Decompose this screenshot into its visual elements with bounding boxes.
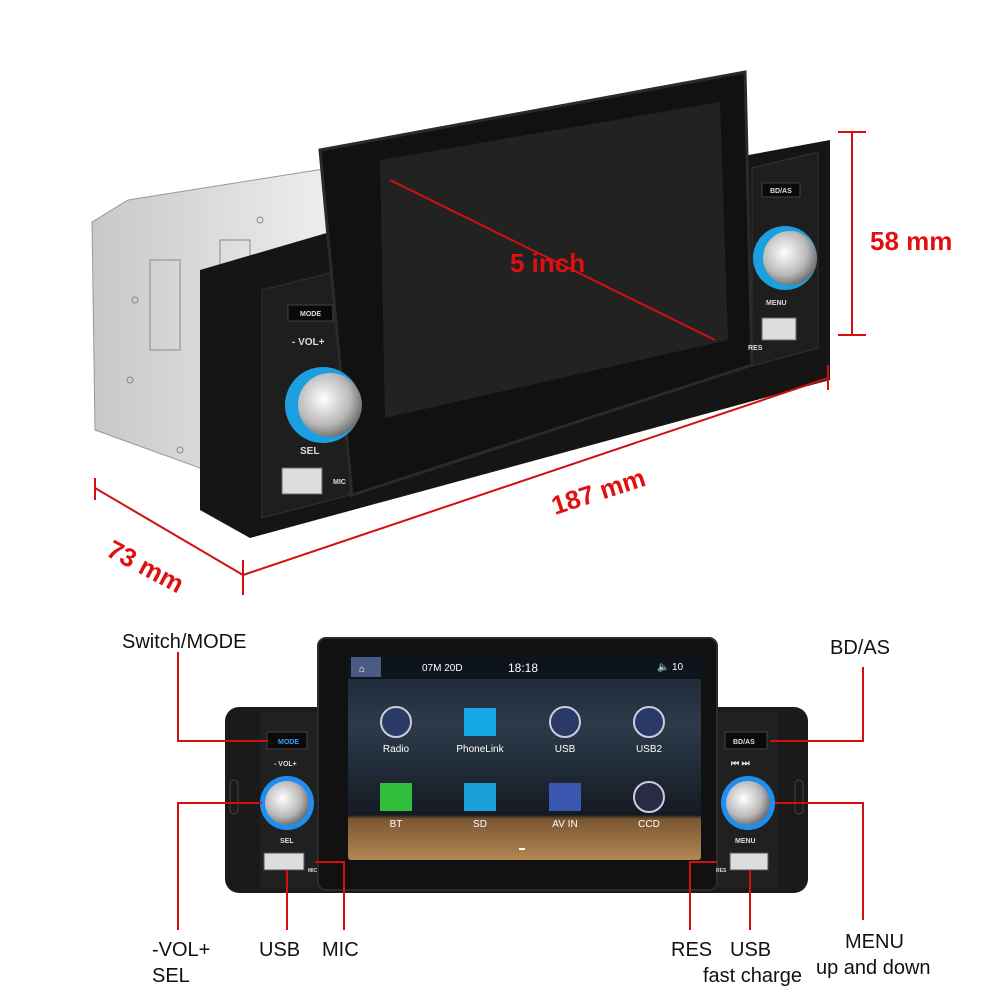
- bdas-button[interactable]: [761, 182, 801, 198]
- sel-label: SEL: [280, 838, 294, 845]
- mic-label: MIC: [308, 868, 318, 874]
- callout-sel: SEL: [152, 965, 190, 987]
- callout-mic: MIC: [322, 939, 359, 961]
- callout-res: RES: [671, 939, 712, 961]
- sel-label: SEL: [300, 446, 319, 457]
- usb-icon: [633, 706, 665, 738]
- speaker-icon: 🔈: [657, 662, 669, 673]
- bdas-label: BD/AS: [770, 188, 792, 195]
- bdas-button[interactable]: [724, 731, 768, 750]
- radio-icon: [380, 706, 412, 738]
- mode-label: MODE: [278, 739, 299, 746]
- callout-usb-fast: USB: [730, 939, 771, 961]
- usb-port-left[interactable]: [263, 852, 305, 871]
- release-slot: [229, 779, 239, 815]
- width-label: 187 mm: [548, 462, 649, 520]
- usb-port-right[interactable]: [761, 317, 797, 341]
- mode-label: MODE: [300, 311, 321, 318]
- app-bt[interactable]: BT: [380, 783, 412, 830]
- app-label: PhoneLink: [456, 744, 504, 755]
- app-label: BT: [390, 819, 403, 830]
- release-slot: [794, 779, 804, 815]
- app-radio[interactable]: Radio: [380, 706, 412, 755]
- callout-vol: -VOL+: [152, 939, 210, 961]
- diagonal-arrow: [389, 179, 716, 341]
- app-label: USB: [555, 744, 576, 755]
- res-label: RES: [748, 345, 763, 352]
- app-label: CCD: [638, 819, 660, 830]
- menu-label: MENU: [735, 838, 756, 845]
- bdas-label: BD/AS: [733, 739, 755, 746]
- app-label: AV IN: [552, 819, 577, 830]
- depth-dimension: [94, 478, 244, 576]
- callout-switch-mode: Switch/MODE: [122, 631, 246, 653]
- vol-label: - VOL+: [292, 337, 325, 348]
- app-phonelink[interactable]: PhoneLink: [456, 708, 505, 755]
- height-label: 58 mm: [870, 226, 952, 256]
- menu-label: MENU: [766, 300, 787, 307]
- callout-up-down: up and down: [816, 957, 931, 979]
- callout-bd-as: BD/AS: [830, 637, 890, 659]
- phonelink-icon: [464, 708, 496, 736]
- height-dimension: [838, 131, 866, 336]
- phone-icon: [380, 783, 412, 811]
- callout-fast-charge: fast charge: [703, 965, 802, 987]
- home-icon: ⌂: [359, 664, 365, 675]
- screen-display: [348, 655, 701, 860]
- date-text: 07M 20D: [422, 663, 463, 674]
- app-sd[interactable]: SD: [464, 783, 496, 830]
- app-usb2[interactable]: USB2: [633, 706, 665, 755]
- usb-icon: [549, 706, 581, 738]
- app-label: USB2: [636, 744, 663, 755]
- home-button[interactable]: [351, 657, 381, 677]
- mode-button[interactable]: [287, 304, 334, 322]
- res-label: RES: [716, 868, 727, 874]
- prev-next-icon[interactable]: ⏮ ⏭: [731, 758, 751, 768]
- usb-port-right[interactable]: [729, 852, 769, 871]
- app-label: Radio: [383, 744, 410, 755]
- callout-lines: [177, 652, 864, 930]
- app-label: SD: [473, 819, 487, 830]
- app-ccd[interactable]: CCD: [633, 781, 665, 830]
- usb-port-left[interactable]: [281, 467, 323, 495]
- callout-menu: MENU: [845, 931, 904, 953]
- depth-label: 73 mm: [102, 534, 189, 599]
- volume-level: 10: [672, 662, 684, 673]
- app-av-in[interactable]: AV IN: [549, 783, 581, 830]
- av-in-icon: [549, 783, 581, 811]
- perspective-view: MODE - VOL+ SEL MIC BD/AS MENU RES 5 inc…: [91, 70, 952, 599]
- mic-label: MIC: [333, 479, 346, 486]
- camera-icon: [633, 781, 665, 813]
- app-usb[interactable]: USB: [549, 706, 581, 755]
- vol-label: - VOL+: [274, 761, 297, 768]
- sd-card-icon: [464, 783, 496, 811]
- width-dimension: [242, 365, 829, 595]
- clock-text: 18:18: [508, 661, 538, 675]
- callout-usb: USB: [259, 939, 300, 961]
- diagonal-label: 5 inch: [510, 248, 585, 278]
